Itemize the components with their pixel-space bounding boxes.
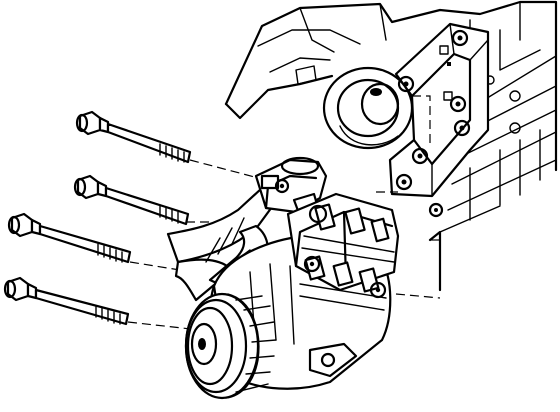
clutch-pulley [184,292,277,400]
bolt-1 [75,110,192,164]
bolt-4 [3,276,130,326]
mounting-boss [322,66,414,150]
bolt-2 [73,174,190,226]
bolt-3 [7,212,132,264]
ac-compressor [208,192,400,390]
mounting-bracket [388,22,490,218]
